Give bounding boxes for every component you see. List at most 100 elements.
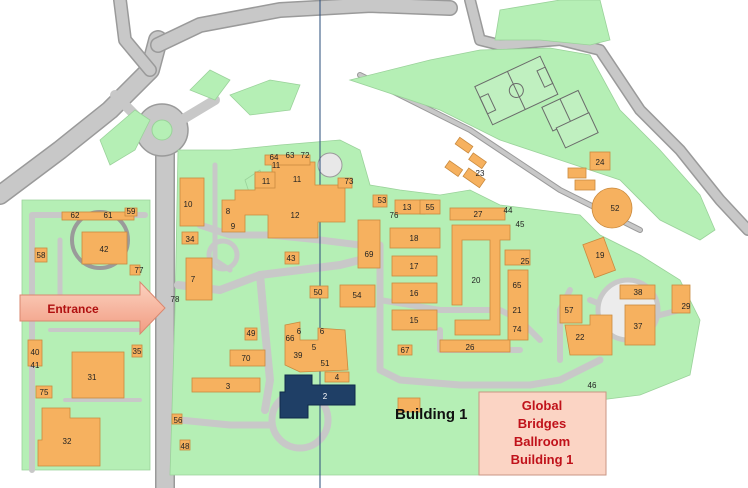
- label-19: 19: [596, 251, 605, 260]
- building-23-part2[interactable]: [468, 152, 487, 170]
- building-2-highlighted[interactable]: [279, 374, 356, 419]
- building-48[interactable]: [179, 439, 191, 451]
- label-15: 15: [410, 316, 419, 325]
- label-49: 49: [247, 329, 256, 338]
- ballroom-callout: Global Bridges Ballroom Building 1: [478, 391, 607, 476]
- building-cluster-upper[interactable]: [567, 167, 587, 179]
- label-65: 65: [513, 281, 522, 290]
- label-7: 7: [191, 275, 196, 284]
- label-11c: 11: [272, 161, 281, 170]
- building-19[interactable]: [582, 236, 617, 279]
- building-23-part1[interactable]: [454, 136, 474, 154]
- building-25[interactable]: [504, 249, 531, 266]
- building-54[interactable]: [339, 284, 376, 308]
- label-34: 34: [186, 235, 195, 244]
- building-23-part3[interactable]: [462, 167, 486, 189]
- callout-line-3: Ballroom: [514, 434, 570, 449]
- building-23-part4[interactable]: [444, 160, 464, 177]
- label-72: 72: [301, 151, 310, 160]
- label-76: 76: [390, 211, 399, 220]
- label-62: 62: [71, 211, 80, 220]
- callout-line-1: Global: [522, 398, 562, 413]
- building-32[interactable]: [37, 407, 101, 467]
- building-31[interactable]: [71, 351, 125, 399]
- building-64-63-72[interactable]: [264, 154, 311, 166]
- building-4[interactable]: [324, 371, 350, 383]
- building-40-41[interactable]: [27, 339, 43, 367]
- label-20: 20: [472, 276, 481, 285]
- building-1-label: Building 1: [395, 406, 468, 423]
- building-52[interactable]: [591, 187, 633, 229]
- building-57[interactable]: [559, 294, 583, 324]
- label-45: 45: [516, 220, 525, 229]
- label-26: 26: [466, 343, 475, 352]
- label-41: 41: [31, 361, 40, 370]
- building-15[interactable]: [391, 309, 438, 331]
- building-cluster-lower[interactable]: [574, 179, 596, 191]
- building-18[interactable]: [389, 227, 441, 249]
- building-10[interactable]: [179, 177, 205, 227]
- building-1[interactable]: [397, 397, 421, 413]
- building-22[interactable]: [564, 314, 613, 356]
- building-56[interactable]: [171, 413, 183, 425]
- building-29[interactable]: [671, 284, 691, 314]
- building-43[interactable]: [284, 251, 300, 265]
- building-37[interactable]: [624, 304, 656, 346]
- label-32: 32: [63, 437, 72, 446]
- building-65-21-74[interactable]: [507, 269, 529, 341]
- label-9: 9: [231, 222, 236, 231]
- building-17[interactable]: [391, 255, 438, 277]
- label-37: 37: [634, 322, 643, 331]
- callout-line-2: Bridges: [518, 416, 566, 431]
- building-53[interactable]: [372, 194, 388, 208]
- label-11b: 11: [293, 175, 302, 184]
- building-3[interactable]: [191, 377, 261, 393]
- label-64: 64: [270, 153, 279, 162]
- building-26[interactable]: [439, 339, 511, 353]
- building-11a[interactable]: [254, 171, 276, 189]
- label-61: 61: [104, 211, 113, 220]
- building-34[interactable]: [181, 231, 199, 245]
- label-6: 6: [320, 327, 325, 336]
- building-16[interactable]: [391, 282, 438, 304]
- building-70[interactable]: [229, 349, 266, 367]
- label-5: 5: [312, 343, 317, 352]
- label-11a: 11: [262, 177, 271, 186]
- label-46: 46: [588, 381, 597, 390]
- label-2: 2: [323, 392, 328, 401]
- label-3: 3: [226, 382, 231, 391]
- building-38[interactable]: [619, 284, 656, 300]
- callout-line-4: Building 1: [511, 452, 574, 467]
- label-4: 4: [335, 373, 340, 382]
- label-12: 12: [291, 211, 300, 220]
- label-27: 27: [474, 210, 483, 219]
- building-27[interactable]: [449, 207, 506, 221]
- building-67[interactable]: [397, 344, 413, 356]
- building-55[interactable]: [419, 199, 441, 215]
- building-35[interactable]: [131, 344, 143, 358]
- label-21: 21: [513, 306, 522, 315]
- label-8: 8: [226, 207, 231, 216]
- label-57: 57: [565, 306, 574, 315]
- building-75[interactable]: [35, 385, 53, 399]
- building-77[interactable]: [129, 264, 141, 276]
- label-29: 29: [682, 302, 691, 311]
- building-58[interactable]: [34, 247, 48, 263]
- building-5-6-39-51-66[interactable]: [284, 321, 349, 373]
- building-42[interactable]: [81, 231, 128, 265]
- building-labels: 62 61 59 42 58 77 40 41 31 35 75 32 10 3…: [31, 151, 691, 451]
- building-50[interactable]: [309, 285, 329, 299]
- label-40: 40: [31, 348, 40, 357]
- building-59[interactable]: [124, 207, 138, 217]
- label-69: 69: [365, 250, 374, 259]
- building-49[interactable]: [244, 327, 258, 341]
- label-53: 53: [378, 196, 387, 205]
- building-24[interactable]: [589, 151, 611, 171]
- building-69[interactable]: [357, 219, 381, 269]
- building-7[interactable]: [185, 257, 213, 301]
- building-20[interactable]: [451, 224, 511, 336]
- building-73[interactable]: [337, 177, 353, 189]
- label-25: 25: [521, 257, 530, 266]
